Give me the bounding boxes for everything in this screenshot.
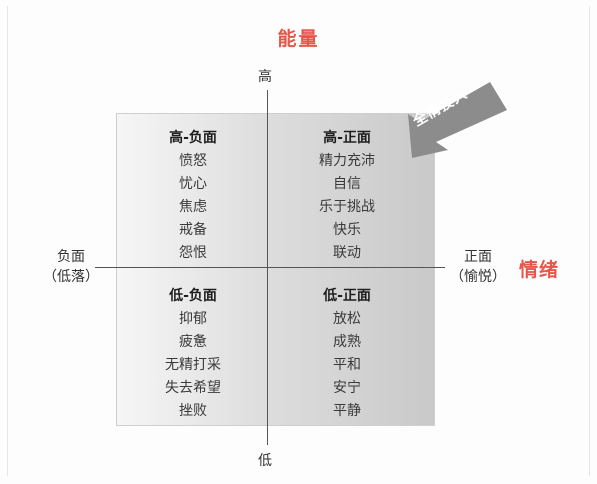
list-item: 疲惫 xyxy=(179,334,207,350)
quadrant-box xyxy=(116,113,435,426)
axis-negative-label: 负面 （低落） xyxy=(41,247,101,287)
list-item: 焦虑 xyxy=(179,199,207,215)
quadrant-title: 低-正面 xyxy=(323,288,371,304)
emotion-title: 情绪 xyxy=(519,259,560,281)
list-item: 戒备 xyxy=(179,222,207,238)
axis-high-label: 高 xyxy=(258,69,272,85)
list-item: 精力充沛 xyxy=(319,153,375,169)
list-item: 平静 xyxy=(333,403,361,419)
energy-title: 能量 xyxy=(277,28,320,50)
quadrant-low-positive: 低-正面 放松 成熟 平和 安宁 平静 xyxy=(272,285,422,423)
quadrant-high-positive: 高-正面 精力充沛 自信 乐于挑战 快乐 联动 xyxy=(272,127,422,265)
horizontal-axis xyxy=(95,267,445,268)
list-item: 无精打采 xyxy=(165,357,221,373)
quadrant-title: 低-负面 xyxy=(169,288,217,304)
list-item: 成熟 xyxy=(333,334,361,350)
list-item: 忧心 xyxy=(179,176,207,192)
axis-negative-sub: （低落） xyxy=(43,269,99,285)
axis-positive-label: 正面 （愉悦） xyxy=(448,247,508,287)
axis-positive-sub: （愉悦） xyxy=(450,269,506,285)
quadrant-title: 高-正面 xyxy=(323,130,371,146)
axis-negative-title: 负面 xyxy=(57,249,85,265)
list-item: 失去希望 xyxy=(165,380,221,396)
list-item: 安宁 xyxy=(333,380,361,396)
list-item: 怨恨 xyxy=(179,245,207,261)
list-item: 联动 xyxy=(333,245,361,261)
quadrant-title: 高-负面 xyxy=(169,130,217,146)
axis-low-label: 低 xyxy=(258,453,272,469)
list-item: 乐于挑战 xyxy=(319,199,375,215)
quadrant-low-negative: 低-负面 抑郁 疲惫 无精打采 失去希望 挫败 xyxy=(118,285,268,423)
axis-positive-title: 正面 xyxy=(464,249,492,265)
page-frame xyxy=(7,6,590,476)
list-item: 平和 xyxy=(333,357,361,373)
full-engagement-arrow-icon xyxy=(408,82,507,158)
list-item: 放松 xyxy=(333,311,361,327)
list-item: 快乐 xyxy=(333,222,361,238)
list-item: 抑郁 xyxy=(179,311,207,327)
list-item: 愤怒 xyxy=(179,153,207,169)
list-item: 自信 xyxy=(333,176,361,192)
list-item: 挫败 xyxy=(179,403,207,419)
quadrant-high-negative: 高-负面 愤怒 忧心 焦虑 戒备 怨恨 xyxy=(118,127,268,265)
